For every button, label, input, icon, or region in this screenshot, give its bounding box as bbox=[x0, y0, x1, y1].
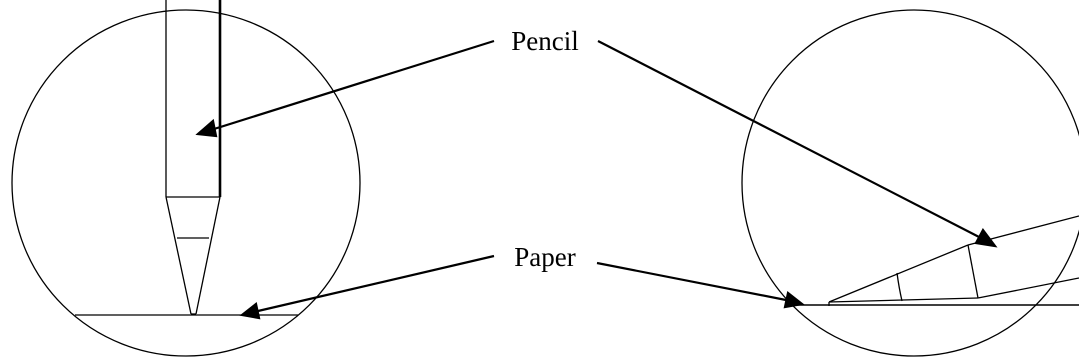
pencil-arrow-left bbox=[213, 39, 495, 131]
pencil-arrowhead-right bbox=[974, 227, 998, 248]
vertical-pencil bbox=[165, 0, 222, 315]
pencil-label: Pencil bbox=[511, 26, 579, 56]
left-magnifier-circle bbox=[11, 9, 361, 357]
pencil-arrowhead-left bbox=[195, 118, 218, 138]
paper-arrow-right bbox=[596, 261, 787, 302]
paper-arrowhead-left bbox=[239, 302, 261, 320]
paper-arrow-left bbox=[257, 254, 495, 313]
right-magnifier-circle bbox=[741, 9, 1079, 357]
pencil-arrow-right bbox=[597, 40, 982, 239]
slanted-pencil bbox=[828, 215, 1079, 306]
leader-arrows bbox=[195, 39, 998, 320]
paper-arrowhead-right bbox=[783, 291, 805, 309]
right-view-slanted-pencil bbox=[741, 9, 1079, 357]
paper-label: Paper bbox=[514, 242, 575, 272]
left-view-vertical-pencil bbox=[11, 0, 361, 357]
